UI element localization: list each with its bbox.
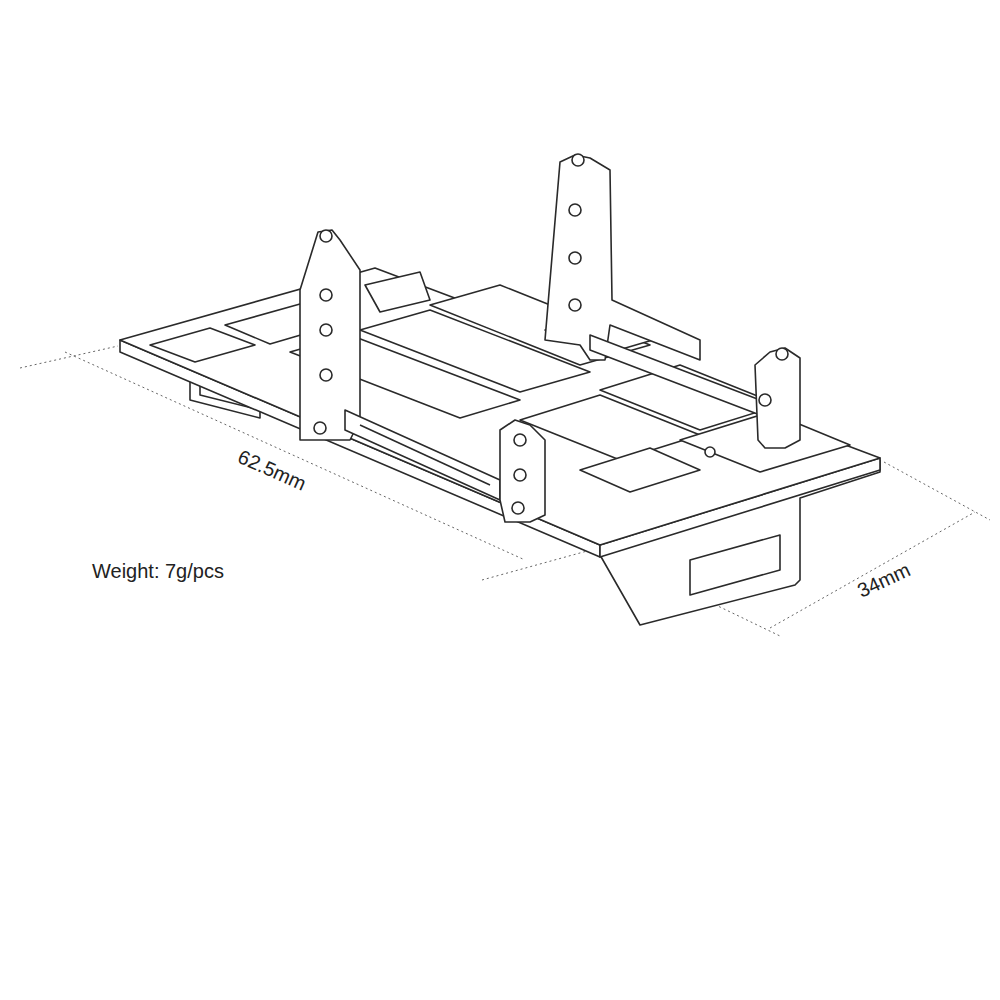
dimension-label: 62.5mm xyxy=(233,444,312,495)
dimension-label: 34mm xyxy=(852,557,915,602)
weight-note: Weight: 7g/pcs xyxy=(90,560,226,582)
